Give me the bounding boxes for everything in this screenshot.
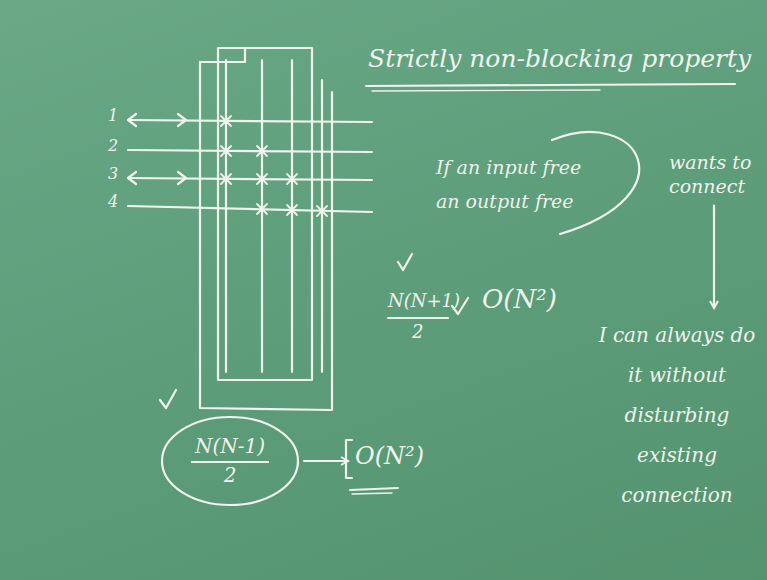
output-line — [261, 60, 263, 372]
output-line — [291, 60, 293, 372]
input-line — [128, 120, 372, 122]
input-number: 1 — [108, 106, 118, 125]
input-number: 4 — [108, 192, 118, 211]
input-number: 3 — [108, 164, 118, 183]
fraction-numerator: N(N+1) — [388, 290, 460, 311]
text-node: wants to connect — [666, 148, 762, 202]
arrow-connector — [713, 206, 715, 309]
arrowhead — [128, 114, 186, 126]
enclosure-outline — [200, 48, 245, 62]
order-text: O(N²) — [482, 284, 557, 314]
node-text: N(N-1) — [191, 434, 269, 463]
order-text: O(N²) — [352, 438, 412, 474]
title-underline — [372, 90, 600, 91]
title-underline — [366, 84, 735, 86]
bracket — [346, 440, 352, 478]
board-title: Strictly non-blocking property — [368, 44, 751, 73]
fraction-denominator: 2 — [412, 321, 423, 342]
bracket-arc — [552, 132, 639, 234]
arrow-connector — [304, 460, 348, 462]
underline — [350, 488, 398, 490]
arrowhead — [128, 172, 186, 184]
input-number: 2 — [108, 136, 118, 155]
output-line — [225, 60, 227, 372]
node-text: I can always do it without disturbing ex… — [595, 315, 759, 515]
output-line — [321, 80, 323, 372]
node-text: wants to connect — [669, 151, 759, 199]
crosspoint-marks — [221, 114, 327, 219]
node-text: O(N²) — [355, 441, 409, 471]
node-text: 2 — [224, 463, 237, 488]
underline — [352, 493, 392, 494]
check-mark — [160, 390, 176, 408]
ellipse-outline — [160, 415, 300, 507]
check-mark — [398, 254, 412, 270]
input-line — [128, 150, 372, 152]
text-node: I can always do it without disturbing ex… — [592, 312, 762, 518]
input-line — [128, 178, 372, 180]
fraction-bar — [388, 317, 448, 319]
condition-note: If an input free an output free — [436, 150, 596, 218]
input-line — [128, 206, 372, 212]
inner-rectangle — [218, 48, 312, 380]
circled-fraction: N(N-1)2 — [160, 415, 300, 507]
